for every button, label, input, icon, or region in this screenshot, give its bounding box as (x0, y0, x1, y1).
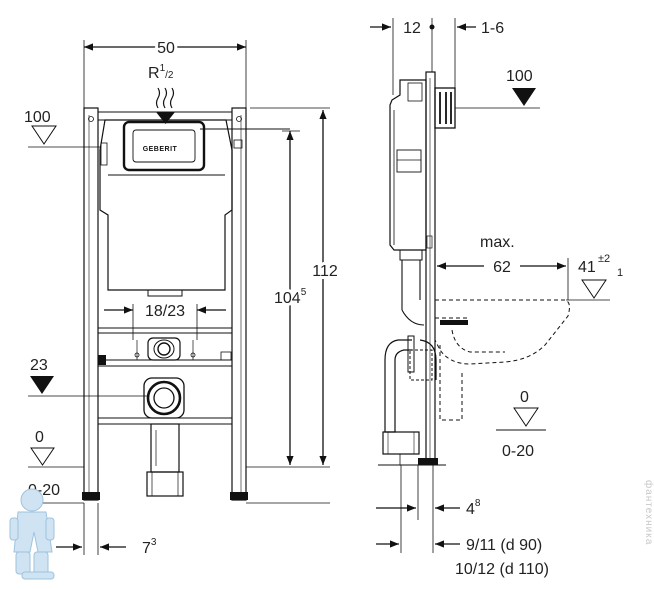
connection-label: R (148, 65, 160, 82)
offset-4-sup: 8 (475, 498, 481, 509)
side-view-labels: 12 1-6 100 max. 62 41 ±2 1 0 0-20 48 9/1… (403, 20, 623, 578)
level-0-label: 0 (35, 429, 44, 446)
front-view-labels: 50 R1/2 100 18/23 23 0 0-20 112 1045 73 (24, 37, 341, 557)
connection-label-sub: /2 (165, 70, 174, 81)
cistern (99, 119, 243, 291)
depth-dimension (437, 258, 569, 300)
height-104-label: 104 (274, 290, 301, 307)
flush-plate-side (434, 87, 540, 129)
pipe-d110-label: 10/12 (d 110) (455, 561, 549, 578)
frame-posts (82, 107, 248, 501)
svg-text:R1/2: R1/2 (148, 63, 174, 82)
level-41-marker (566, 279, 610, 301)
level-0-marker (28, 447, 330, 504)
front-view: GEBERIT (28, 40, 330, 555)
level-23-label: 23 (30, 357, 48, 374)
connection-label-sup: 1 (160, 63, 166, 74)
height-dimensions (250, 107, 330, 465)
flush-plate: GEBERIT (122, 120, 290, 172)
max-label: max. (480, 234, 515, 251)
width-label: 50 (157, 40, 175, 57)
bottom-dimensions (376, 465, 460, 553)
level-100-marker (28, 125, 100, 148)
side-level-100-label: 100 (506, 68, 533, 85)
top-1-6-label: 1-6 (481, 20, 504, 37)
side-level-0-label: 0 (520, 389, 529, 406)
side-view (370, 18, 610, 553)
side-floor-lines (378, 407, 546, 466)
offset-4-label: 4 (466, 501, 475, 518)
svg-text:48: 48 (466, 498, 481, 518)
height-104-sup: 5 (301, 287, 307, 298)
brand-logo-text: GEBERIT (143, 146, 178, 153)
spacing-label: 18/23 (145, 303, 185, 320)
drain-connector (143, 377, 185, 497)
inlet-connector (147, 337, 181, 361)
foot-offset-dimension (56, 503, 126, 555)
svg-text:1045: 1045 (274, 287, 307, 307)
level-41-tol-plus: ±2 (598, 253, 610, 265)
level-41-label: 41 (578, 259, 596, 276)
level-41-tol-minus: 1 (617, 267, 623, 279)
height-112-label: 112 (312, 263, 338, 280)
svg-text:73: 73 (142, 537, 157, 557)
side-level-0-20-label: 0-20 (502, 443, 534, 460)
pipe-d90-label: 9/11 (d 90) (466, 537, 542, 554)
water-supply-icon (155, 87, 175, 124)
toilet-bowl-outline (434, 299, 570, 421)
foot-offset-label: 7 (142, 540, 151, 557)
side-frame (418, 71, 438, 465)
plumber-logo (9, 488, 55, 580)
watermark-text: фантехника (643, 480, 654, 545)
top-12-label: 12 (403, 20, 421, 37)
cistern-side (389, 79, 433, 326)
depth-62-label: 62 (493, 259, 511, 276)
level-23-marker (28, 376, 148, 397)
top-dimensions (370, 18, 476, 95)
foot-offset-sup: 3 (151, 537, 157, 548)
drain-pipe (382, 335, 437, 465)
svg-text:41: 41 (578, 259, 596, 276)
level-100-label: 100 (24, 109, 51, 126)
side-level-100-marker (512, 88, 536, 106)
